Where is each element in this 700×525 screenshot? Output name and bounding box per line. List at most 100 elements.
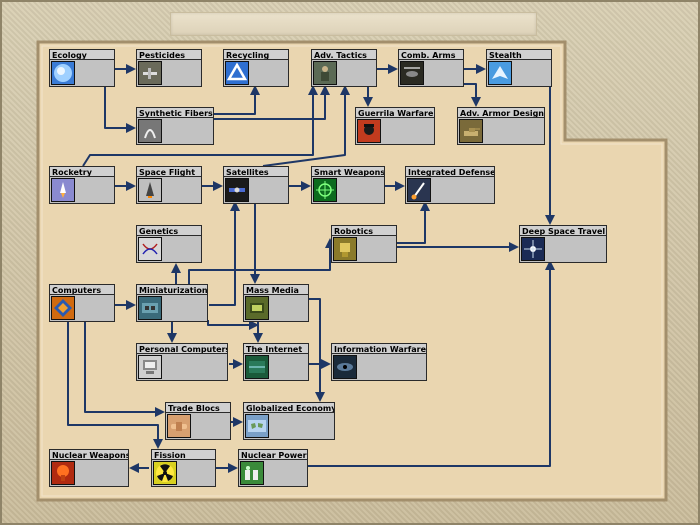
tech-body xyxy=(136,176,202,204)
explosion-icon xyxy=(51,461,75,485)
tech-body xyxy=(49,294,115,322)
broadcast-icon xyxy=(245,296,269,320)
tech-connector-18 xyxy=(188,238,335,284)
shuttle-icon xyxy=(138,178,162,202)
tech-node-adv-armor[interactable]: Adv. Armor Design xyxy=(457,107,545,145)
tech-node-genetics[interactable]: Genetics xyxy=(136,225,202,263)
tech-node-mass-media[interactable]: Mass Media xyxy=(243,284,309,322)
tech-node-satellites[interactable]: Satellites xyxy=(223,166,289,204)
tech-body xyxy=(136,235,202,263)
tech-node-integrated-defense[interactable]: Integrated Defense xyxy=(405,166,495,204)
tech-node-pesticides[interactable]: Pesticides xyxy=(136,49,202,87)
recycle-icon xyxy=(225,61,249,85)
network-icon xyxy=(245,355,269,379)
tech-node-nuclear-power[interactable]: Nuclear Power xyxy=(238,449,308,487)
missile-launch-icon xyxy=(407,178,431,202)
tech-body xyxy=(223,176,289,204)
tech-connector-20 xyxy=(209,201,240,306)
tech-body xyxy=(49,176,115,204)
tech-connector-29 xyxy=(67,320,163,449)
tech-body xyxy=(49,59,115,87)
tech-body xyxy=(311,59,377,87)
tech-node-smart-weapons[interactable]: Smart Weapons xyxy=(311,166,385,204)
globe-icon xyxy=(51,61,75,85)
pc-icon xyxy=(138,355,162,379)
circuit-board-icon xyxy=(138,296,162,320)
tech-node-computers[interactable]: Computers xyxy=(49,284,115,322)
tech-node-synthetic-fibers[interactable]: Synthetic Fibers xyxy=(136,107,214,145)
dna-icon xyxy=(138,237,162,261)
tech-body xyxy=(243,294,309,322)
stealth-jet-icon xyxy=(488,61,512,85)
tech-connector-4 xyxy=(212,85,330,120)
world-map-icon xyxy=(245,414,269,438)
robot-icon xyxy=(333,237,357,261)
tech-body xyxy=(136,59,202,87)
tech-node-stealth[interactable]: Stealth xyxy=(486,49,552,87)
radiation-icon xyxy=(153,461,177,485)
crosshair-icon xyxy=(313,178,337,202)
rocket-icon xyxy=(51,178,75,202)
tech-connector-27 xyxy=(207,320,259,330)
satellite-icon xyxy=(225,178,249,202)
tech-node-guerrilla[interactable]: Guerrila Warfare xyxy=(355,107,435,145)
guerrilla-portrait-icon xyxy=(357,119,381,143)
tech-node-miniaturization[interactable]: Miniaturization xyxy=(136,284,208,322)
tech-node-fission[interactable]: Fission xyxy=(151,449,216,487)
tech-body xyxy=(136,117,214,145)
fiber-icon xyxy=(138,119,162,143)
tech-connector-3 xyxy=(212,85,260,115)
tech-body xyxy=(49,459,129,487)
parchment-board xyxy=(36,40,668,502)
tech-body xyxy=(486,59,552,87)
tech-body xyxy=(355,117,435,145)
tech-node-trade-blocs[interactable]: Trade Blocs xyxy=(165,402,231,440)
tech-body xyxy=(223,59,289,87)
tech-body xyxy=(519,235,607,263)
handshake-icon xyxy=(167,414,191,438)
tech-node-internet[interactable]: The Internet xyxy=(243,343,309,381)
tech-connector-15 xyxy=(262,85,350,167)
tech-body xyxy=(165,412,231,440)
tech-body xyxy=(151,459,216,487)
tech-node-rocketry[interactable]: Rocketry xyxy=(49,166,115,204)
tech-connector-2 xyxy=(104,84,136,133)
title-bar-slot xyxy=(170,12,537,36)
tech-connector-28 xyxy=(84,320,165,417)
tech-body xyxy=(457,117,545,145)
tech-node-adv-tactics[interactable]: Adv. Tactics xyxy=(311,49,377,87)
crop-duster-icon xyxy=(138,61,162,85)
tech-body xyxy=(238,459,308,487)
tech-body xyxy=(136,353,228,381)
starburst-icon xyxy=(521,237,545,261)
tech-node-personal-computers[interactable]: Personal Computers xyxy=(136,343,228,381)
tech-body xyxy=(398,59,464,87)
tech-node-nuclear-weapons[interactable]: Nuclear Weapons xyxy=(49,449,129,487)
soldier-icon xyxy=(313,61,337,85)
tech-body xyxy=(243,353,309,381)
tech-connector-26 xyxy=(309,298,325,402)
eye-icon xyxy=(333,355,357,379)
tech-body xyxy=(331,353,427,381)
tank-icon xyxy=(459,119,483,143)
tech-connectors xyxy=(67,64,555,473)
tech-node-deep-space[interactable]: Deep Space Travel xyxy=(519,225,607,263)
tech-body xyxy=(136,294,208,322)
tech-body xyxy=(331,235,397,263)
helicopter-icon xyxy=(400,61,424,85)
tech-body xyxy=(405,176,495,204)
tech-body xyxy=(311,176,385,204)
chip-icon xyxy=(51,296,75,320)
tech-node-ecology[interactable]: Ecology xyxy=(49,49,115,87)
tech-connector-14 xyxy=(82,85,318,167)
tech-node-globalized-economy[interactable]: Globalized Economy xyxy=(243,402,335,440)
tech-node-recycling[interactable]: Recycling xyxy=(223,49,289,87)
tech-node-robotics[interactable]: Robotics xyxy=(331,225,397,263)
tech-connector-33 xyxy=(308,260,555,467)
tech-node-comb-arms[interactable]: Comb. Arms xyxy=(398,49,464,87)
power-plant-icon xyxy=(240,461,264,485)
tech-body xyxy=(243,412,335,440)
tech-node-space-flight[interactable]: Space Flight xyxy=(136,166,202,204)
tech-node-info-warfare[interactable]: Information Warfare xyxy=(331,343,427,381)
